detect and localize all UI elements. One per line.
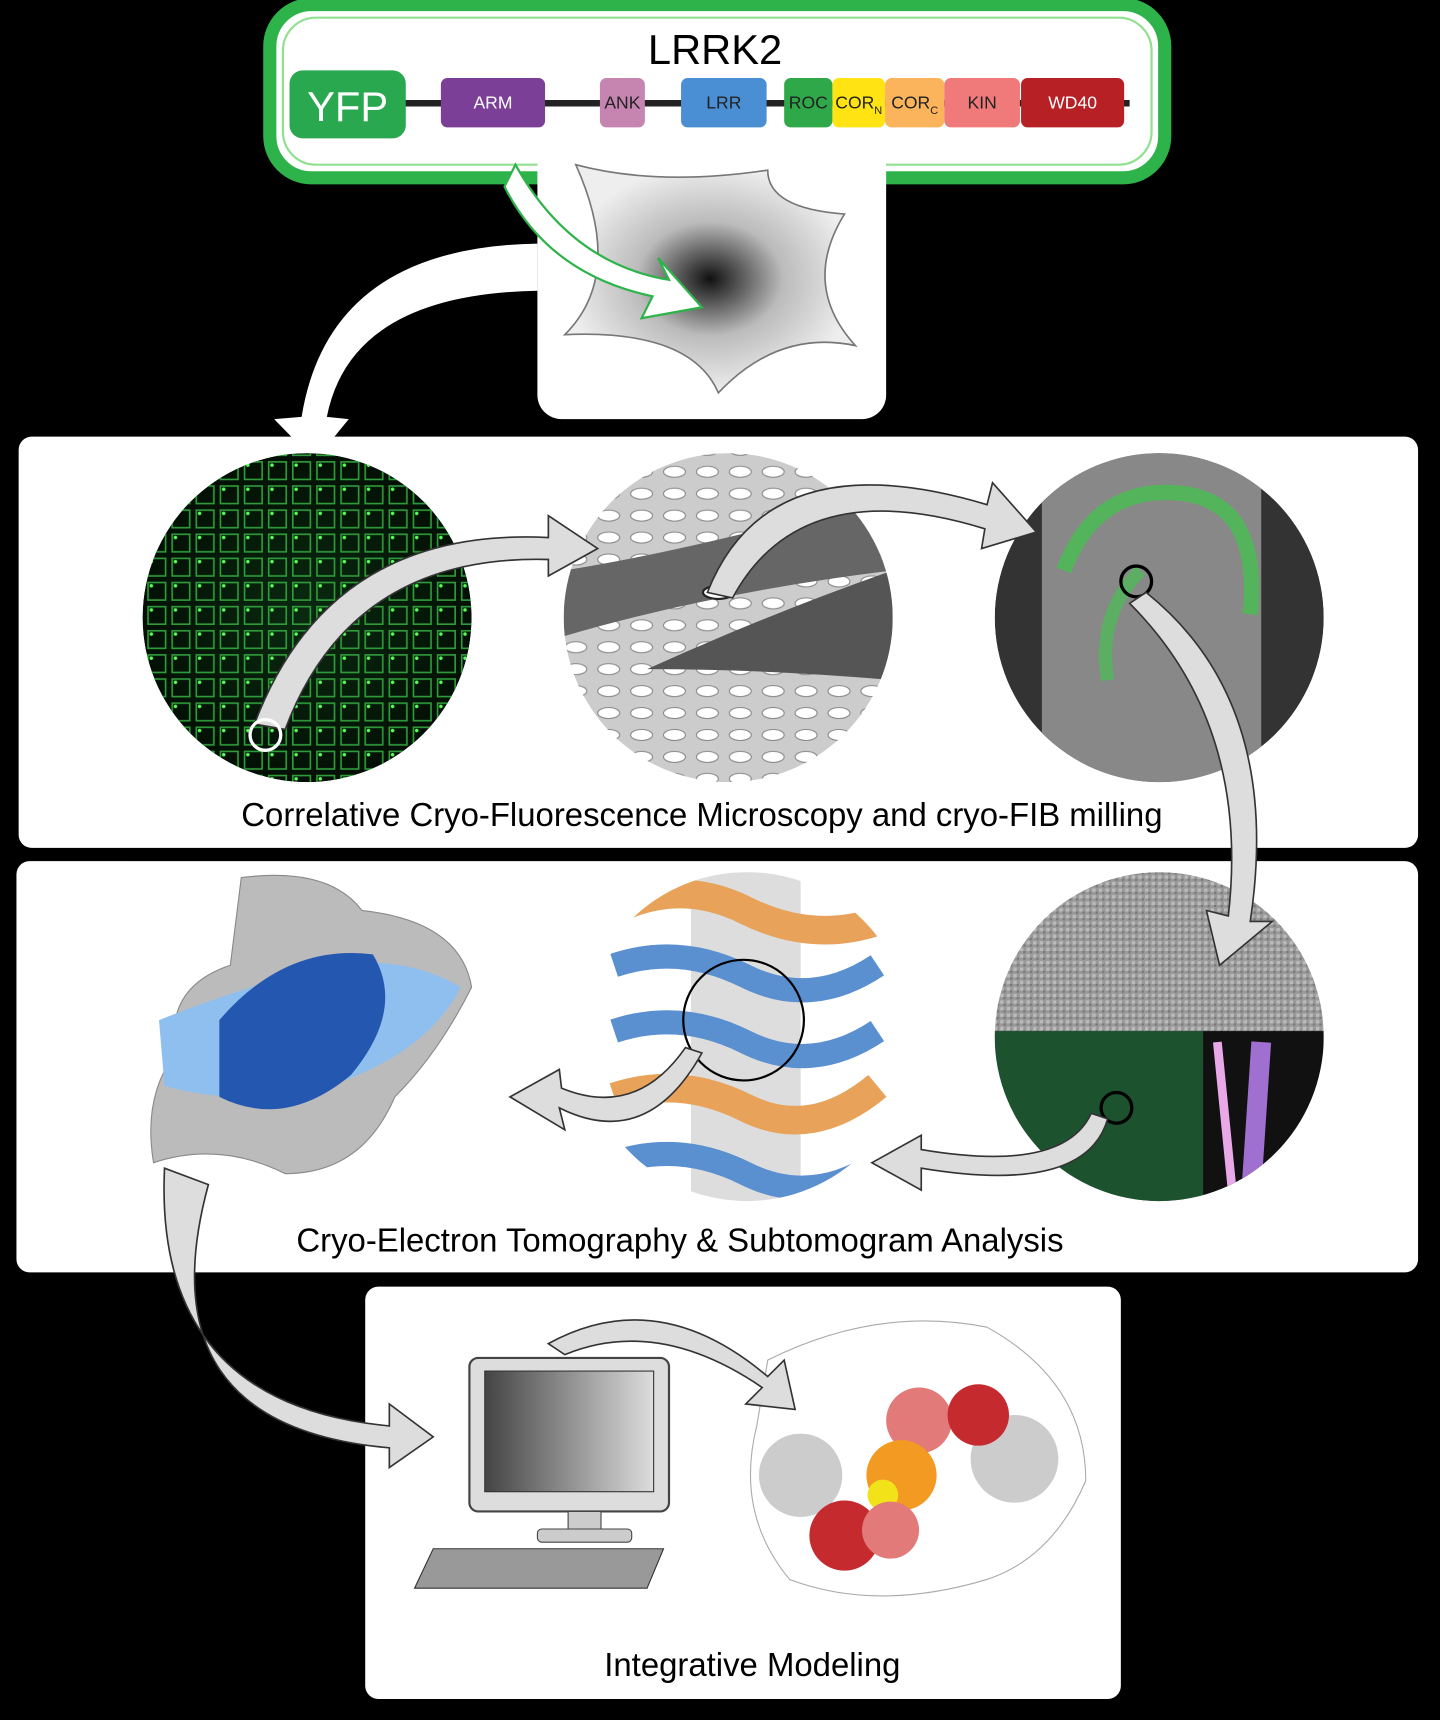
domain-ank: ANK: [599, 78, 645, 128]
modeling-panel: Integrative Modeling: [365, 1286, 1121, 1699]
cryoet-panel: Cryo-Electron Tomography & Subtomogram A…: [16, 591, 1419, 1273]
protein-title: LRRK2: [648, 26, 782, 73]
fluorescence-grid-image: [142, 453, 472, 783]
domain-roc: ROC: [784, 78, 833, 128]
domain-wd40: WD40: [1021, 78, 1125, 128]
microtubule-density-map: [582, 872, 912, 1202]
yfp-label: YFP: [307, 83, 388, 130]
arrow-milling-to-lamella: [706, 481, 1038, 599]
arrow-lamella-to-tomogram: [1128, 591, 1275, 967]
arrow-structure-to-computer: [163, 1167, 435, 1470]
domain-label: LRR: [706, 93, 741, 113]
arrow-map-to-structure: [508, 1046, 704, 1132]
domain-lrr: LRR: [681, 78, 767, 128]
arrow-computer-to-model: [546, 1319, 797, 1411]
integrative-model: [749, 1320, 1087, 1597]
cell-panel: [503, 142, 887, 420]
domain-label: ARM: [473, 93, 512, 113]
domain-label: ROC: [789, 93, 828, 113]
domain-label: WD40: [1048, 93, 1097, 113]
domain-arm: ARM: [440, 78, 546, 128]
clem-caption: Correlative Cryo-Fluorescence Microscopy…: [241, 796, 1162, 833]
domain-cor-n: CORN: [832, 78, 886, 128]
arrow-cell-to-grid: [274, 243, 538, 461]
clem-panel: Correlative Cryo-Fluorescence Microscopy…: [18, 436, 1419, 848]
yfp-tag: [289, 70, 406, 139]
arrow-grid-to-milling: [253, 514, 600, 731]
modeling-caption: Integrative Modeling: [604, 1646, 900, 1683]
domain-kin: KIN: [944, 78, 1020, 128]
domain-label: KIN: [968, 93, 997, 113]
computer-icon: [413, 1356, 671, 1589]
domain-label: ANK: [604, 93, 640, 113]
domain-cor-c: CORC: [885, 78, 945, 128]
arrow-tomogram-to-map: [870, 1112, 1109, 1192]
lrrk2-density-structure: [150, 874, 473, 1175]
arrow-to-cell: [503, 162, 705, 320]
lamella-fluorescence-image: [994, 453, 1324, 783]
cryoet-caption: Cryo-Electron Tomography & Subtomogram A…: [296, 1222, 1063, 1259]
cell-shape: [562, 163, 858, 395]
